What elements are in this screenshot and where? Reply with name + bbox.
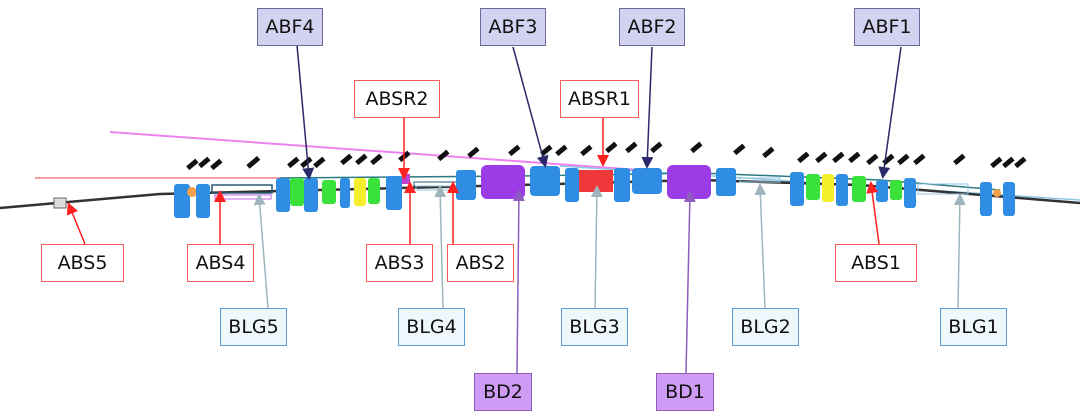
magnets <box>174 165 1015 218</box>
label-abf1: ABF1 <box>854 8 920 46</box>
element-tags <box>186 141 1027 171</box>
abf3-leader <box>512 46 549 168</box>
label-absr2: ABSR2 <box>354 80 440 118</box>
label-bd2: BD2 <box>474 373 532 411</box>
blg5-leader <box>253 193 269 309</box>
label-blg3: BLG3 <box>561 308 628 346</box>
abs5-leader <box>66 202 86 245</box>
label-blg1: BLG1 <box>940 308 1007 346</box>
abs5-element <box>53 197 67 209</box>
blg2-leader <box>754 183 767 309</box>
label-bd1: BD1 <box>656 373 714 411</box>
abf1-leader <box>878 46 902 179</box>
abf2-leader <box>641 46 654 169</box>
label-blg4: BLG4 <box>398 308 465 346</box>
bd1-leader <box>683 190 696 374</box>
label-abs4: ABS4 <box>187 244 254 282</box>
label-blg2: BLG2 <box>732 308 799 346</box>
blg1-leader <box>953 193 966 309</box>
blg4-leader <box>434 185 447 309</box>
label-abf4: ABF4 <box>257 8 323 46</box>
abf4-leader <box>296 44 315 180</box>
label-abf3: ABF3 <box>480 8 546 46</box>
label-abf2: ABF2 <box>619 8 685 46</box>
abs1-leader <box>866 181 880 245</box>
label-abs2: ABS2 <box>447 244 514 282</box>
blg3-leader <box>590 185 603 309</box>
leader-lines <box>66 44 966 374</box>
label-abs3: ABS3 <box>366 244 433 282</box>
label-absr1: ABSR1 <box>560 80 639 118</box>
pink-reference-line <box>109 131 641 171</box>
bd2-leader <box>512 189 525 374</box>
label-abs5: ABS5 <box>41 244 124 282</box>
label-abs1: ABS1 <box>835 244 917 282</box>
label-blg5: BLG5 <box>220 308 287 346</box>
